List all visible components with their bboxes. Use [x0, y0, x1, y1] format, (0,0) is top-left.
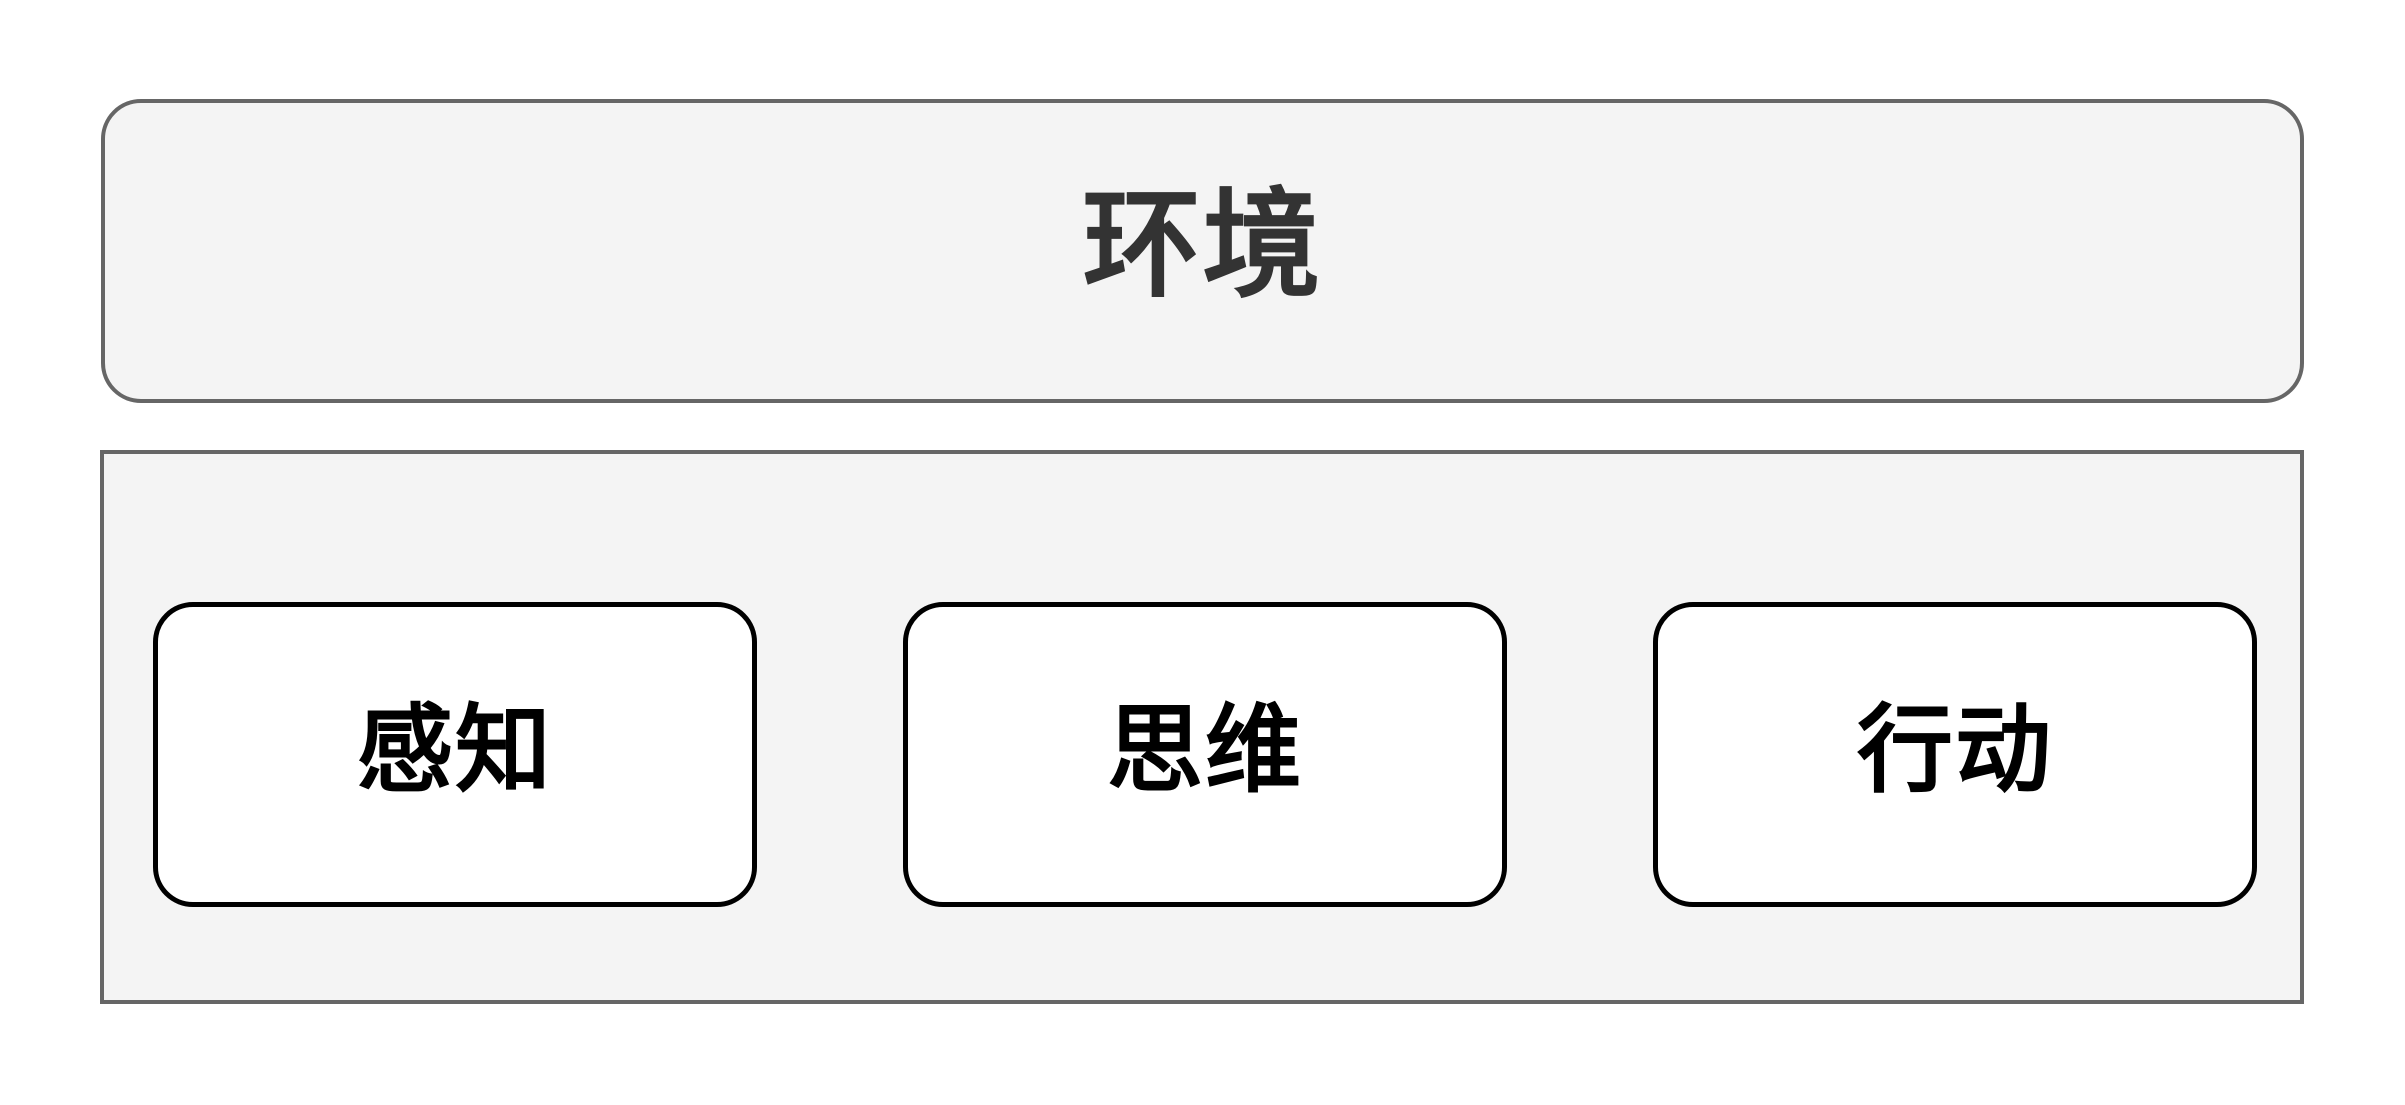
node-action: 行动: [1653, 602, 2257, 907]
node-perception: 感知: [153, 602, 757, 907]
node-perception-label: 感知: [357, 696, 553, 804]
agent-container: 感知 思维 行动: [100, 450, 2304, 1004]
node-thinking-label: 思维: [1107, 696, 1303, 804]
environment-node: 环境: [101, 99, 2304, 403]
node-action-label: 行动: [1857, 696, 2053, 804]
node-thinking: 思维: [903, 602, 1507, 907]
environment-label: 环境: [1082, 180, 1323, 312]
